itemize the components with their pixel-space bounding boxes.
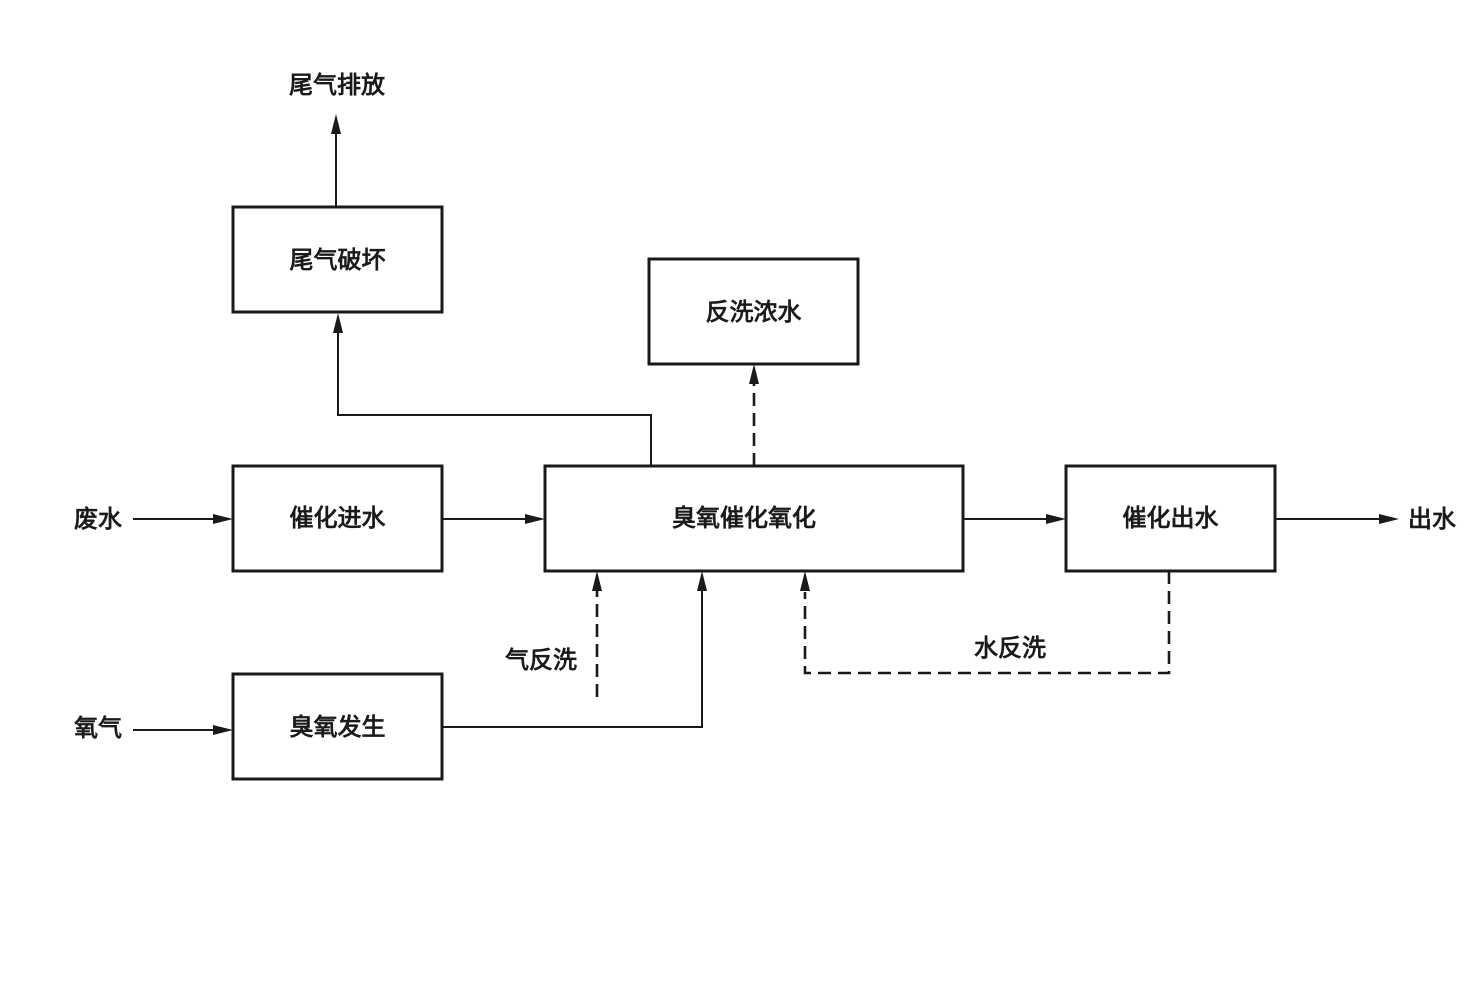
edge-oxidation-to-tail-gas-destruct (333, 313, 652, 466)
edge-oxidation-to-backwash-concentrate (749, 364, 759, 466)
node-backwash-concentrate: 反洗浓水 (647, 257, 860, 366)
node-ozone-generation-label: 臭氧发生 (290, 713, 386, 741)
node-tail-gas-destruct-label: 尾气破坏 (290, 246, 386, 274)
edge-catalytic-outflow-to-effluent (1276, 514, 1399, 524)
node-catalytic-inflow: 催化进水 (231, 464, 444, 573)
node-ozone-catalytic-oxidation-label: 臭氧催化氧化 (672, 504, 816, 532)
edge-catalytic-inflow-to-oxidation (442, 514, 545, 524)
node-catalytic-outflow-label: 催化出水 (1123, 504, 1220, 532)
label-tail-gas-discharge: 尾气排放 (289, 71, 386, 99)
node-tail-gas-destruct: 尾气破坏 (231, 205, 444, 314)
node-catalytic-inflow-label: 催化进水 (290, 504, 387, 532)
edge-wastewater-to-catalytic-inflow (133, 514, 233, 524)
edge-tail-gas-to-discharge (331, 114, 341, 207)
edge-ozone-generation-to-oxidation (442, 571, 707, 728)
edge-oxidation-to-catalytic-outflow (963, 514, 1066, 524)
node-backwash-concentrate-label: 反洗浓水 (706, 298, 803, 326)
label-water-backwash: 水反洗 (974, 634, 1046, 662)
edge-water-backwash-loop (800, 571, 1171, 675)
label-wastewater: 废水 (74, 505, 123, 533)
node-ozone-catalytic-oxidation: 臭氧催化氧化 (543, 464, 965, 573)
edge-air-backwash-to-oxidation (592, 571, 602, 697)
label-effluent: 出水 (1408, 505, 1457, 533)
label-oxygen: 氧气 (74, 714, 122, 742)
node-catalytic-outflow: 催化出水 (1064, 464, 1277, 573)
node-ozone-generation: 臭氧发生 (231, 672, 444, 781)
label-air-backwash: 气反洗 (504, 646, 577, 674)
edge-oxygen-to-ozone-generation (133, 725, 233, 735)
